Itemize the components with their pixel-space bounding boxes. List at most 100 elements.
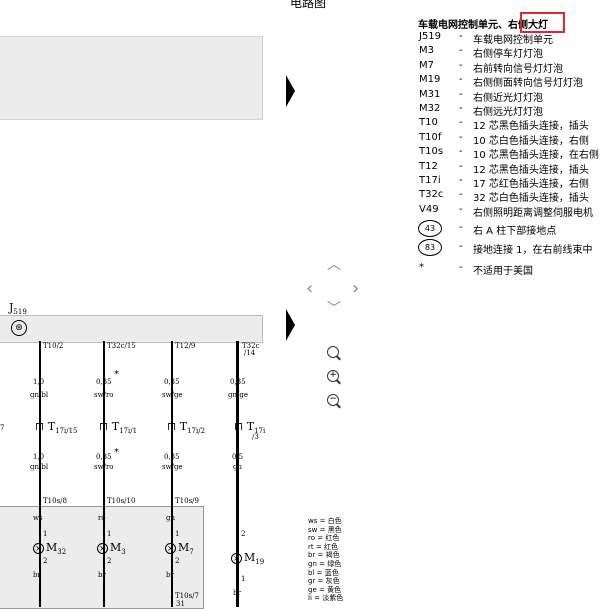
wire-1 (39, 341, 41, 607)
j519-label: J519 (9, 301, 27, 317)
control-unit-box (0, 315, 263, 343)
wire-3-pin-bot: 2 (175, 557, 180, 565)
control-unit-icon: ⊛ (11, 320, 27, 336)
color-code-row: gn = 绿色 (308, 559, 342, 568)
wire-1-pin-top: 1 (43, 530, 48, 538)
legend-item: T32c-32 芯白色插头连接，插头 (419, 189, 589, 205)
ground-point-icon: 83 (418, 239, 442, 257)
legend-item: T17i-17 芯红色插头连接，右侧 (419, 174, 589, 190)
wire-2-color-1: sw/ro (94, 391, 114, 399)
wire-4-connector: ⊓ T17i (234, 420, 266, 436)
wire-4-gauge-2: 0,5 (232, 453, 244, 461)
lamp-m7: ×M7 (165, 541, 194, 556)
legend-item: T10-12 芯黑色插头连接，插头 (419, 117, 589, 133)
wire-3-gauge-1: 0,35 (164, 378, 180, 386)
chevron-left-icon[interactable]: ‹ (306, 278, 314, 299)
legend-ground-item: 83-接地连接 1，在右前线束中 (418, 239, 593, 262)
wire-3-lamp-color: gn (166, 514, 175, 522)
wire-2-gauge-2: 0,35 (96, 453, 112, 461)
chevron-up-icon[interactable]: ︿ (327, 257, 341, 273)
wire-2-gauge-1: 0,35 (96, 378, 112, 386)
color-code-row: li = 淡紫色 (308, 594, 344, 603)
wire-1-top-pin: T10/2 (43, 342, 64, 350)
wire-3-bottom-pin: T10s/9 (175, 497, 199, 505)
wire-2-pin-bot: 2 (107, 557, 112, 565)
wire-4-connector-sub-2: /3 (252, 433, 259, 441)
color-code-row: ro = 红色 (308, 534, 340, 543)
zoom-fit-icon[interactable] (327, 346, 339, 358)
color-code-row: br = 褐色 (308, 551, 340, 560)
wire-2-star-2: * (114, 447, 119, 458)
color-code-row: gr = 灰色 (308, 577, 340, 586)
wire-4-pin-top: 2 (241, 530, 246, 538)
legend-item: J519-车载电网控制单元 (419, 31, 553, 46)
legend-item: M32-右侧远光灯灯泡 (419, 102, 543, 118)
legend-note: *-不适用于美国 (419, 262, 533, 278)
chevron-right-icon[interactable]: › (352, 278, 360, 299)
legend-item: M19-右侧侧面转向信号灯灯泡 (419, 74, 583, 90)
lamp-bulb-icon: × (33, 542, 44, 554)
page-title: 电路图 (290, 0, 327, 10)
wire-2-out-color: br (98, 571, 106, 579)
color-code-row: rt = 红色 (308, 542, 338, 551)
wire-4-color-2: gn (233, 463, 242, 471)
lamp-bulb-icon: × (97, 542, 108, 554)
lamp-bulb-icon: × (165, 542, 176, 554)
legend-item: T10s-10 芯黑色插头连接，在右侧 (419, 146, 599, 162)
highlight-box (520, 12, 565, 33)
diagram-panel-top (0, 36, 263, 120)
zoom-out-icon[interactable]: − (327, 394, 339, 406)
color-code-row: ws = 白色 (308, 517, 342, 525)
left-cut-label: 7 (0, 424, 5, 432)
wire-1-out-color: br (33, 571, 41, 579)
headlight-housing-box (0, 506, 204, 609)
legend-heading: 车载电网控制单元、右侧大灯 (418, 20, 548, 31)
wire-3-out-color: br (166, 571, 174, 579)
wire-2-connector: ⊓ T17i/1 (99, 420, 138, 436)
wire-1-bottom-pin: T10s/8 (43, 497, 67, 505)
wire-3 (171, 341, 173, 607)
lamp-m19: ×M19 (231, 551, 264, 566)
ground-point-icon: 43 (418, 220, 442, 238)
wire-1-lamp-color: ws (33, 514, 43, 522)
wire-4-top-pin-2: /14 (244, 349, 256, 357)
wire-1-color-2: gn/bl (30, 463, 49, 471)
wire-3-pin-top: 1 (175, 530, 180, 538)
legend-item: T12-12 芯黑色插头连接，插头 (419, 160, 589, 176)
wire-2-star-1: * (114, 369, 119, 380)
lamp-bulb-icon: × (231, 552, 242, 564)
lamp-m3: ×M3 (97, 541, 126, 556)
chevron-down-icon[interactable]: ﹀ (327, 301, 341, 317)
wire-color-codes: ws = 白色 sw = 黑色 ro = 红色 rt = 红色 br = 褐色 … (308, 517, 343, 603)
wire-4-pin-bot: 1 (241, 575, 246, 583)
color-code-row: sw = 黑色 (308, 525, 342, 534)
wire-2-color-2: sw/ro (94, 463, 114, 471)
wire-3-gauge-2: 0,35 (164, 453, 180, 461)
wire-2-lamp-color: ro (98, 514, 106, 522)
legend-item: M3-右侧停车灯灯泡 (419, 45, 543, 61)
wire-1-gauge-1: 1,0 (33, 378, 45, 386)
wire-4-color-1: gn/ge (228, 391, 248, 399)
zoom-in-icon[interactable]: + (327, 370, 339, 382)
wire-1-color-1: gn/bl (30, 391, 49, 399)
legend-item: V49-右侧照明距离调整伺服电机 (419, 203, 593, 219)
wire-3-color-2: sw/ge (162, 463, 183, 471)
wire-4-out-color: br (233, 589, 241, 597)
legend-ground-item: 43-右 A 柱下部接地点 (418, 220, 556, 241)
wire-3-connector: ⊓ T17i/2 (167, 420, 206, 436)
wire-2-top-pin: T32c/15 (107, 342, 136, 350)
color-code-row: ge = 黄色 (308, 585, 342, 594)
legend-item: M31-右侧近光灯灯泡 (419, 88, 543, 104)
wire-4-top-pin: T32c (242, 342, 260, 350)
wire-1-connector: ⊓ T17i/15 (35, 420, 78, 436)
wire-4-gauge-1: 0,35 (230, 378, 246, 386)
legend-item: T10f-10 芯白色插头连接，右侧 (419, 131, 589, 147)
wire-1-gauge-2: 1,0 (33, 453, 45, 461)
wire-2-pin-top: 1 (107, 530, 112, 538)
wire-1-pin-bot: 2 (43, 557, 48, 565)
next-page-arrow-icon-2[interactable] (286, 309, 295, 341)
wire-3-top-pin: T12/9 (175, 342, 196, 350)
next-page-arrow-icon[interactable] (286, 75, 295, 107)
legend-item: M7-右前转向信号灯灯泡 (419, 59, 563, 75)
wire-2 (103, 341, 105, 607)
